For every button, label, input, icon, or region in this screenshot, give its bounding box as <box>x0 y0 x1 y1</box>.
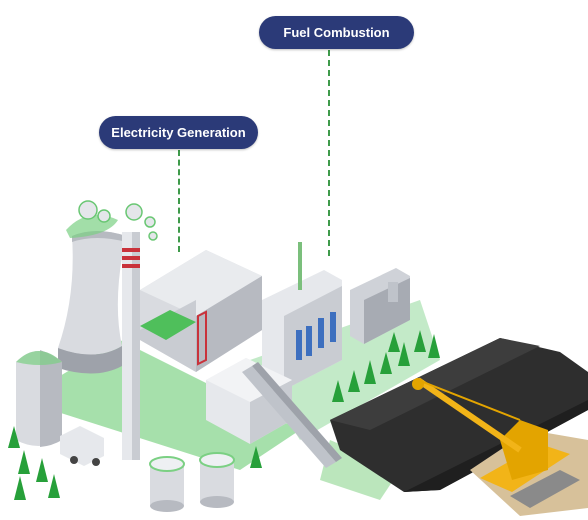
electricity-generation-label: Electricity Generation <box>99 116 258 149</box>
boiler-house <box>262 242 342 390</box>
conveyor-belt <box>242 362 342 468</box>
truck <box>60 426 104 466</box>
coal-pile <box>330 338 588 492</box>
cooling-tower <box>58 214 126 374</box>
steam-clouds <box>78 200 158 241</box>
chimney-stack <box>122 232 140 460</box>
silo <box>16 350 62 447</box>
generator-hall <box>140 250 262 372</box>
bucket-wheel-excavator <box>412 377 588 516</box>
auxiliary-units <box>350 268 410 344</box>
storage-tanks <box>149 452 235 512</box>
fuel-combustion-label: Fuel Combustion <box>259 16 414 49</box>
electricity-generation-leader-line <box>178 150 180 252</box>
fuel-combustion-leader-line <box>328 50 330 256</box>
trees <box>8 330 440 500</box>
